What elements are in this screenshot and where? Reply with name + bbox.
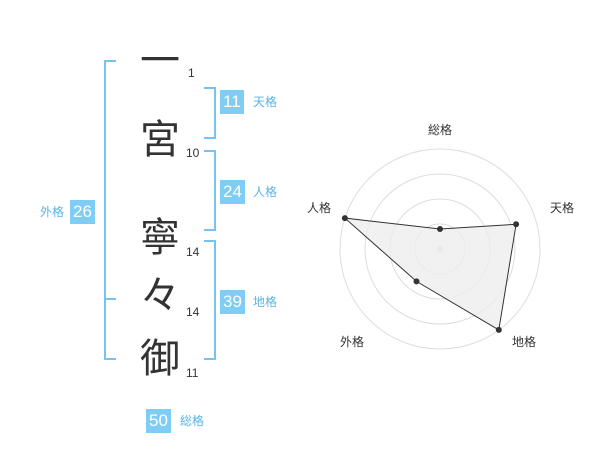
stroke-count-3: 14 xyxy=(186,245,200,259)
name-char-4: 々 xyxy=(140,273,180,319)
gaikaku-score: 26 xyxy=(70,200,95,224)
radar-ring xyxy=(339,148,541,350)
stroke-count-1: 1 xyxy=(188,66,195,80)
tenkaku-label: 天格 xyxy=(253,95,278,109)
radar-ring xyxy=(364,173,516,325)
gaikaku-divider xyxy=(104,298,116,300)
radar-point-1 xyxy=(437,226,443,232)
radar-point-3 xyxy=(495,326,502,333)
radar-point-2 xyxy=(513,221,520,228)
axis-label-gaikaku: 外格 xyxy=(340,334,364,349)
name-char-1: 一 xyxy=(140,38,180,84)
gaikaku-bracket xyxy=(104,60,116,360)
jinkaku-score: 24 xyxy=(220,180,245,204)
axis-label-soukaku: 総格 xyxy=(428,122,452,137)
chikaku-label: 地格 xyxy=(253,295,278,309)
name-char-5: 御 xyxy=(140,336,180,382)
stroke-count-4: 14 xyxy=(186,305,200,319)
chikaku-score: 39 xyxy=(220,290,245,314)
soukaku-score: 50 xyxy=(146,409,171,433)
stroke-count-5: 11 xyxy=(186,366,199,380)
soukaku-label: 総格 xyxy=(180,414,205,428)
radar-point-4 xyxy=(413,278,420,285)
stroke-count-2: 10 xyxy=(186,146,200,160)
axis-label-jinkaku: 人格 xyxy=(307,200,331,215)
gaikaku-label: 外格 xyxy=(40,205,65,219)
tenkaku-bracket xyxy=(204,87,216,139)
radar-points xyxy=(341,215,520,333)
name-char-2: 宮 xyxy=(140,117,180,163)
jinkaku-bracket xyxy=(204,150,216,231)
radar-point-5 xyxy=(341,215,348,222)
tenkaku-score: 11 xyxy=(220,90,244,114)
axis-label-chikaku: 地格 xyxy=(512,334,536,349)
jinkaku-label: 人格 xyxy=(253,185,278,199)
axis-label-tenkaku: 天格 xyxy=(550,200,574,215)
chikaku-bracket xyxy=(204,240,216,360)
name-char-3: 寧 xyxy=(140,215,180,261)
radar-area xyxy=(343,217,517,331)
